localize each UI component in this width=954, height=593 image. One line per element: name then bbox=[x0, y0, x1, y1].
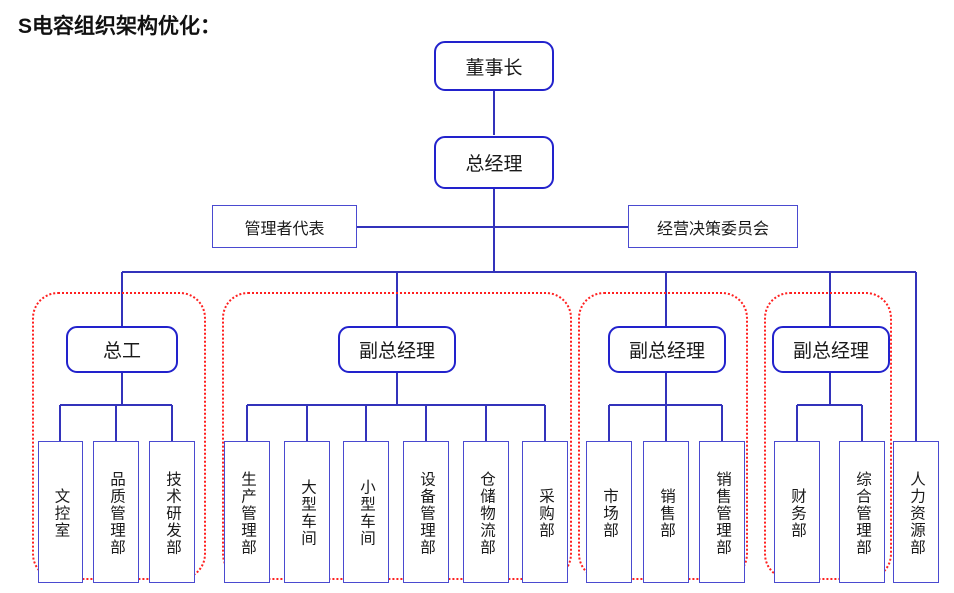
node-dept-caigoubu[interactable]: 采购部 bbox=[522, 441, 568, 583]
node-general-manager[interactable]: 总经理 bbox=[434, 136, 554, 189]
node-dept-daxingchejian[interactable]: 大型车间 bbox=[284, 441, 330, 583]
dept-label: 技术研发部 bbox=[164, 470, 182, 556]
dept-label: 财务部 bbox=[789, 487, 807, 539]
dept-label: 品质管理部 bbox=[108, 470, 126, 556]
node-dept-shebeiguanlibu[interactable]: 设备管理部 bbox=[403, 441, 449, 583]
node-dept-shengchanguanlibu[interactable]: 生产管理部 bbox=[224, 441, 270, 583]
dept-label: 销售管理部 bbox=[714, 470, 732, 556]
dept-label: 文控室 bbox=[52, 487, 70, 539]
node-deputy-manager-1[interactable]: 副总经理 bbox=[338, 326, 456, 373]
dept-label: 小型车间 bbox=[358, 479, 376, 547]
node-dept-xiaoxingchejian[interactable]: 小型车间 bbox=[343, 441, 389, 583]
dept-label: 大型车间 bbox=[299, 479, 317, 547]
dept-label: 综合管理部 bbox=[854, 470, 872, 556]
dept-label: 市场部 bbox=[601, 487, 619, 539]
node-chairman[interactable]: 董事长 bbox=[434, 41, 554, 91]
node-deputy-manager-3[interactable]: 副总经理 bbox=[772, 326, 890, 373]
node-chief-engineer[interactable]: 总工 bbox=[66, 326, 178, 373]
node-dept-renliziyuanbu[interactable]: 人力资源部 bbox=[893, 441, 939, 583]
dept-label: 人力资源部 bbox=[908, 470, 926, 556]
dept-label: 设备管理部 bbox=[418, 470, 436, 556]
node-dept-xiaoshouguanlibu[interactable]: 销售管理部 bbox=[699, 441, 745, 583]
node-management-representative[interactable]: 管理者代表 bbox=[212, 205, 357, 248]
dept-label: 采购部 bbox=[537, 487, 555, 539]
node-deputy-manager-2[interactable]: 副总经理 bbox=[608, 326, 726, 373]
group-frame-2 bbox=[222, 292, 572, 580]
node-dept-pinzhiguanlibu[interactable]: 品质管理部 bbox=[93, 441, 139, 583]
dept-label: 生产管理部 bbox=[239, 470, 257, 556]
group-frame-4 bbox=[764, 292, 892, 580]
node-dept-caiwubu[interactable]: 财务部 bbox=[774, 441, 820, 583]
node-dept-xiaoshoubu[interactable]: 销售部 bbox=[643, 441, 689, 583]
node-dept-jishuyanfabu[interactable]: 技术研发部 bbox=[149, 441, 195, 583]
node-dept-zongheguanlibu[interactable]: 综合管理部 bbox=[839, 441, 885, 583]
node-decision-committee[interactable]: 经营决策委员会 bbox=[628, 205, 798, 248]
node-dept-cangchuwuliubu[interactable]: 仓储物流部 bbox=[463, 441, 509, 583]
node-dept-shichangbu[interactable]: 市场部 bbox=[586, 441, 632, 583]
node-dept-wenkongshi[interactable]: 文控室 bbox=[38, 441, 83, 583]
dept-label: 销售部 bbox=[658, 487, 676, 539]
page-title: S电容组织架构优化： bbox=[18, 15, 222, 38]
dept-label: 仓储物流部 bbox=[478, 470, 496, 556]
